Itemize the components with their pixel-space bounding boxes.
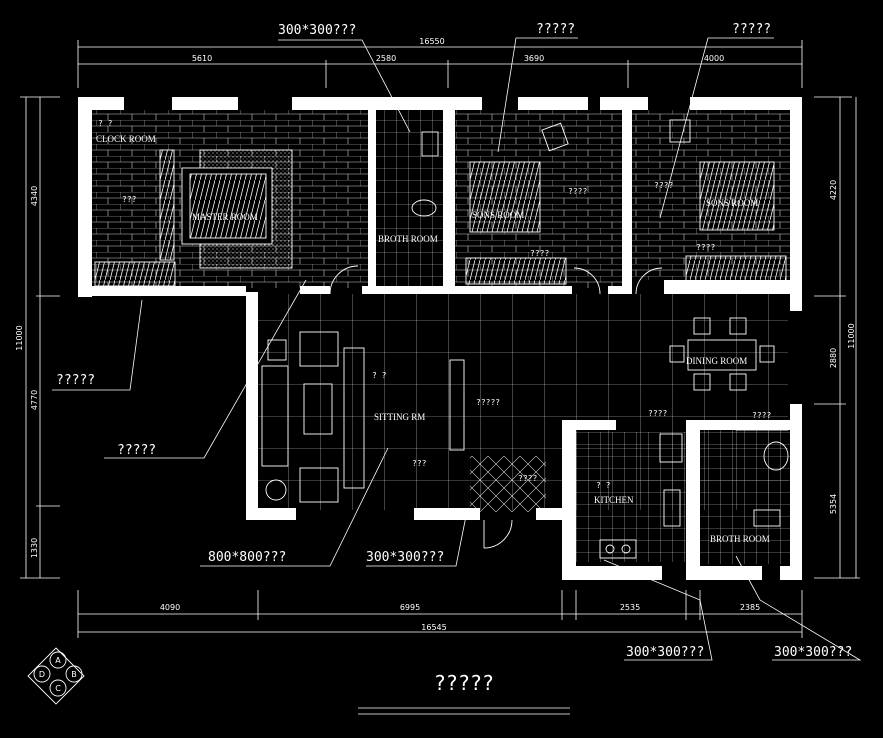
dim-left-1: 4340 xyxy=(30,186,39,206)
dim-right-3: 5354 xyxy=(829,494,838,514)
callout-top-tile: 300*300??? xyxy=(278,23,356,38)
marks-clock-room: ? ? xyxy=(98,119,113,128)
dim-top-3: 3690 xyxy=(524,54,544,63)
mark-sitting-floor: ??? xyxy=(412,459,427,468)
compass-b: B xyxy=(71,670,77,679)
dim-right-1: 4220 xyxy=(829,180,838,200)
callout-kitchen-tile: 300*300??? xyxy=(626,645,704,660)
mark-sons-2: ???? xyxy=(654,181,673,190)
marks-sitting: ? ? xyxy=(372,371,387,380)
dim-bottom-2: 6995 xyxy=(400,603,420,612)
mark-tv-wall: ????? xyxy=(476,398,500,407)
label-sons-room-1: SONS ROOM xyxy=(472,210,524,220)
callout-left-lower: ????? xyxy=(117,443,156,458)
mark-bath-door: ???? xyxy=(752,411,771,420)
compass-a: A xyxy=(55,656,61,665)
dim-top-1: 5610 xyxy=(192,54,212,63)
mark-sons-2-floor: ???? xyxy=(696,243,715,252)
label-dining-room: DINING ROOM xyxy=(686,356,747,366)
label-clock-room: CLOCK ROOM xyxy=(96,134,156,144)
dim-top-total: 16550 xyxy=(419,37,444,46)
mark-wardrobe: ??? xyxy=(122,195,137,204)
callout-bottom-right-tile: 300*300??? xyxy=(774,645,852,660)
dim-right-total: 11000 xyxy=(847,323,856,348)
dim-bottom-total: 16545 xyxy=(421,623,446,632)
label-broth-room-bottom: BROTH ROOM xyxy=(710,534,770,544)
compass-icon xyxy=(27,647,85,705)
label-master-room: MASTER ROOM xyxy=(192,212,258,222)
sons-bed-1 xyxy=(469,161,541,233)
compass-d: D xyxy=(39,670,45,679)
dimension-lines xyxy=(20,40,860,715)
dim-right-2: 2880 xyxy=(829,348,838,368)
compass-c: C xyxy=(55,684,61,693)
dim-top-4: 4000 xyxy=(704,54,724,63)
sofa xyxy=(261,365,289,467)
mark-kitchen-door: ???? xyxy=(648,409,667,418)
floor-fills xyxy=(92,110,792,564)
mark-sons-1: ???? xyxy=(568,187,587,196)
label-sons-room-2: SONS ROOM xyxy=(706,198,758,208)
drawing-title: ????? xyxy=(434,671,494,695)
callout-floor-tile: 800*800??? xyxy=(208,550,286,565)
callout-bath-tile: 300*300??? xyxy=(366,550,444,565)
label-sitting-rm: SITTING RM xyxy=(374,412,425,422)
dim-bottom-3: 2535 xyxy=(620,603,640,612)
dim-bottom-4: 2385 xyxy=(740,603,760,612)
leader-lines xyxy=(52,37,862,661)
marks-kitchen: ? ? xyxy=(596,481,611,490)
dim-left-3: 1330 xyxy=(30,538,39,558)
wardrobe-1 xyxy=(94,261,176,287)
furniture xyxy=(94,119,789,559)
callout-left-upper: ????? xyxy=(56,373,95,388)
callout-top-right: ????? xyxy=(732,22,771,37)
dim-left-total: 11000 xyxy=(15,325,24,350)
dim-top-2: 2580 xyxy=(376,54,396,63)
sons-bed-2 xyxy=(699,161,775,231)
dim-left-2: 4770 xyxy=(30,390,39,410)
mark-entry: ???? xyxy=(518,474,537,483)
callout-top-mid: ????? xyxy=(536,22,575,37)
dim-bottom-1: 4090 xyxy=(160,603,180,612)
label-broth-room-top: BROTH ROOM xyxy=(378,234,438,244)
mark-sons-1-floor: ???? xyxy=(530,249,549,258)
label-kitchen: KITCHEN xyxy=(594,495,634,505)
walls xyxy=(78,97,802,580)
